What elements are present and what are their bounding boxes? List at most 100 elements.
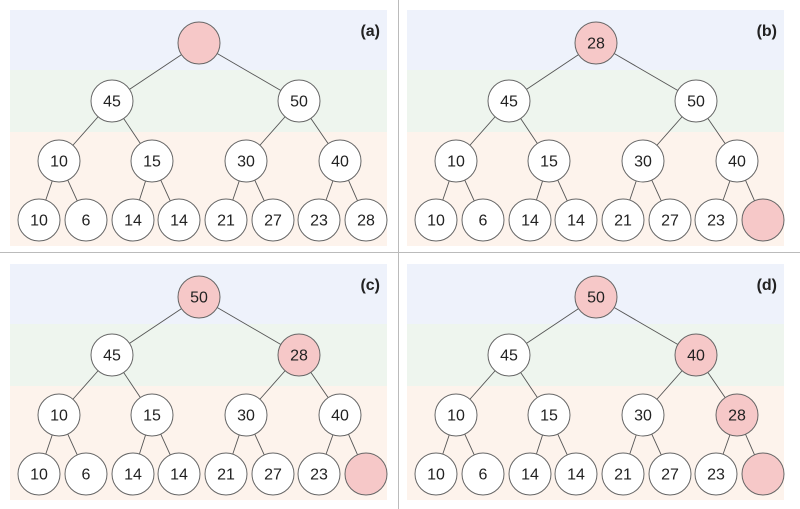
heap-node: 30: [224, 393, 268, 437]
tree-edge: [67, 433, 78, 456]
node-value: 23: [310, 213, 328, 230]
node-value: 28: [728, 408, 746, 425]
node-value: 10: [50, 154, 68, 171]
tree-edge: [310, 118, 329, 144]
heap-node: 45: [487, 79, 531, 123]
tree-edge: [72, 370, 99, 400]
tree-edge: [557, 179, 568, 202]
heap-node: 30: [621, 393, 665, 437]
tree-edge: [216, 307, 282, 345]
heap-node: 27: [251, 198, 295, 242]
heap-node: 45: [90, 79, 134, 123]
node-circle: [648, 452, 692, 496]
node-value: 23: [707, 467, 725, 484]
tree-edge: [442, 180, 450, 201]
node-value: 45: [103, 348, 121, 365]
node-circle: [461, 198, 505, 242]
node-value: 45: [500, 348, 518, 365]
tree-edge: [232, 180, 240, 201]
node-circle: [224, 393, 268, 437]
tree-edge: [656, 370, 683, 400]
highlighted-node-circle: [715, 393, 759, 437]
node-value: 28: [357, 213, 375, 230]
tree-edge: [129, 308, 182, 344]
heap-node: 40: [674, 333, 718, 377]
heap-node: 40: [318, 139, 362, 183]
heap-node: 14: [508, 452, 552, 496]
node-value: 14: [170, 467, 188, 484]
tree-edge: [325, 180, 334, 201]
highlighted-node-circle: [674, 333, 718, 377]
heap-node: 40: [318, 393, 362, 437]
node-value: 15: [540, 408, 558, 425]
node-circle: [527, 393, 571, 437]
highlighted-node-circle: [574, 275, 618, 319]
heap-node: 10: [414, 198, 458, 242]
tree-edge: [45, 180, 53, 201]
tree-edge: [651, 179, 662, 202]
tree-edge: [348, 180, 358, 201]
tree-edge: [259, 116, 286, 146]
node-circle: [277, 79, 321, 123]
node-circle: [694, 452, 738, 496]
node-circle: [554, 198, 598, 242]
heap-node: 30: [621, 139, 665, 183]
heap-node: 14: [111, 198, 155, 242]
node-value: 30: [237, 154, 255, 171]
heap-node: 10: [434, 139, 478, 183]
tree-edge: [310, 372, 329, 398]
node-value: 14: [124, 467, 142, 484]
node-value: 10: [447, 154, 465, 171]
panel-label: (c): [360, 277, 380, 294]
heap-node: 50: [674, 79, 718, 123]
tree-edge: [629, 180, 637, 201]
heap-node: 23: [694, 198, 738, 242]
node-circle: [674, 79, 718, 123]
node-circle: [130, 139, 174, 183]
heap-node: 15: [527, 139, 571, 183]
node-value: 30: [634, 408, 652, 425]
tree-edge: [123, 372, 141, 398]
node-circle: [487, 333, 531, 377]
tree-edge: [536, 180, 543, 201]
tree-edge: [464, 179, 475, 202]
tree-edge: [526, 308, 579, 344]
band-level-1: [407, 70, 784, 132]
node-circle: [204, 452, 248, 496]
node-circle: [648, 198, 692, 242]
heap-node: 10: [37, 393, 81, 437]
tree-edge: [45, 434, 53, 455]
heap-node: [741, 198, 785, 242]
node-circle: [414, 452, 458, 496]
heap-node: 23: [694, 452, 738, 496]
node-value: 6: [82, 213, 91, 230]
tree-edge: [216, 53, 282, 91]
node-circle: [111, 452, 155, 496]
tree-edge: [464, 433, 475, 456]
heap-node: 23: [297, 452, 341, 496]
node-value: 23: [310, 467, 328, 484]
node-value: 15: [143, 408, 161, 425]
heap-node: 21: [601, 452, 645, 496]
tree-edge: [348, 434, 358, 455]
tree-edge: [123, 118, 141, 144]
tree-edge: [67, 179, 78, 202]
node-value: 6: [479, 213, 488, 230]
tree-edge: [254, 179, 265, 202]
node-value: 10: [30, 467, 48, 484]
band-level-1: [10, 70, 387, 132]
heap-node: 28: [344, 198, 388, 242]
heap-node: 15: [130, 393, 174, 437]
node-circle: [554, 452, 598, 496]
node-value: 27: [661, 467, 679, 484]
node-value: 50: [687, 94, 705, 111]
tree-edge: [707, 118, 726, 144]
heap-node: 50: [277, 79, 321, 123]
node-value: 40: [331, 154, 349, 171]
tree-edge: [613, 53, 679, 91]
heap-node: 10: [17, 452, 61, 496]
node-value: 14: [170, 213, 188, 230]
tree-edge: [160, 179, 171, 202]
